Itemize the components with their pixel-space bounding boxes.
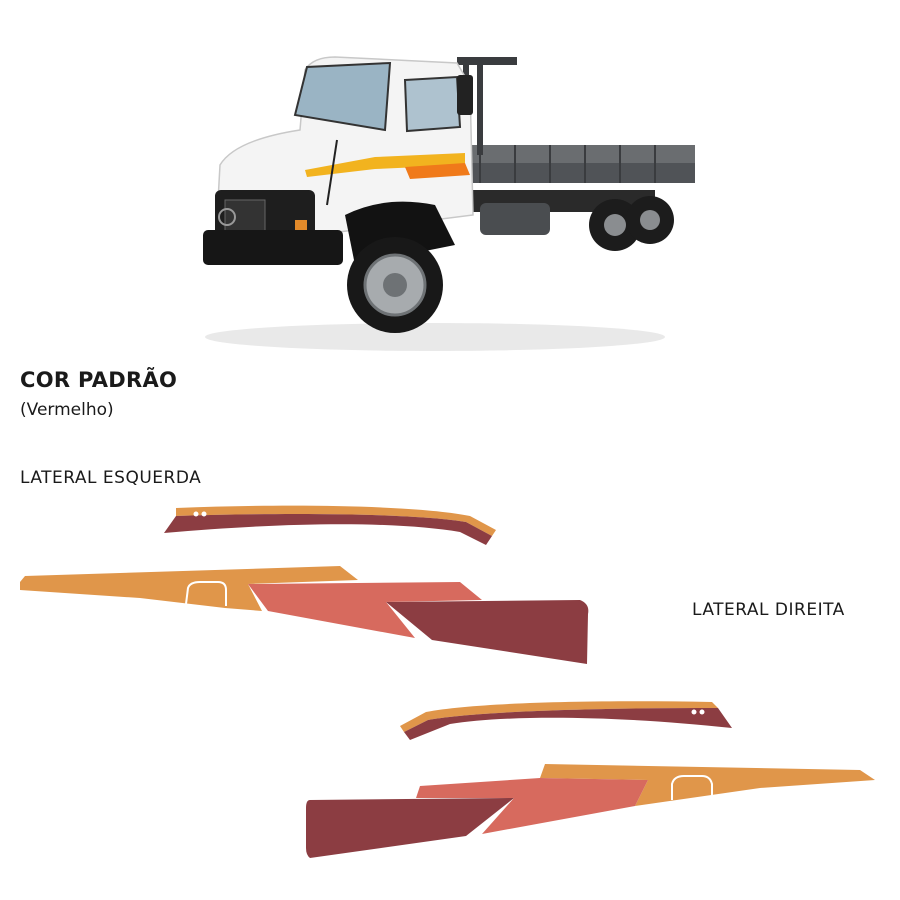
left-side-label: LATERAL ESQUERDA — [20, 468, 202, 488]
color-name: (Vermelho) — [20, 400, 114, 420]
truck-image — [203, 56, 695, 351]
right-upper-stripe — [400, 701, 732, 740]
right-side-label: LATERAL DIREITA — [692, 600, 845, 620]
color-title: COR PADRÃO — [20, 368, 178, 392]
right-main-decal — [306, 764, 875, 858]
left-main-decal — [20, 566, 589, 664]
left-upper-stripe — [164, 505, 496, 545]
